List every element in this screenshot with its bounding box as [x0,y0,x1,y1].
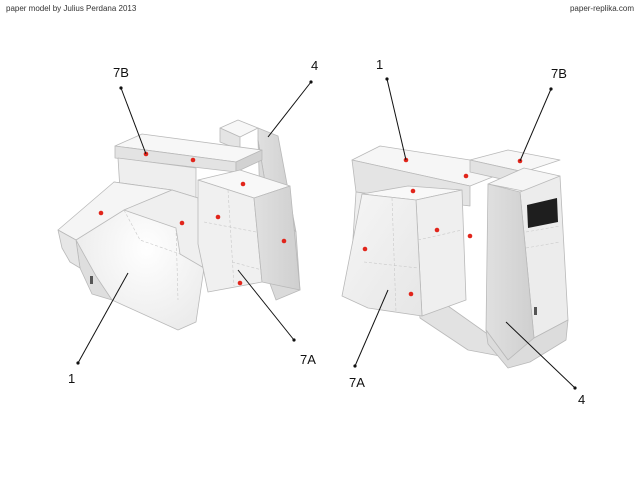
leader-left-1 [77,272,129,364]
right-7a-marker-top [410,188,416,194]
right-1-marker-3 [467,233,473,239]
label-right-1: 1 [376,57,383,72]
left-7a-marker-1 [215,214,221,220]
leader-left-7a [237,269,295,341]
site-text: paper-replika.com [569,4,634,13]
right-7a-marker-2 [434,227,440,233]
left-7b-marker-2 [190,157,196,163]
left-1-marker-1 [98,210,104,216]
label-right-4: 4 [578,392,585,407]
display-screen [527,198,558,228]
right-part-4 [485,167,569,369]
left-7a-marker-3 [237,280,243,286]
left-model: 7B 4 1 7A [57,58,318,386]
right-7a-marker-1 [362,246,368,252]
label-left-7a: 7A [300,352,316,367]
label-right-7a: 7A [349,375,365,390]
left-1-marker-2 [179,220,185,226]
left-part-7a [197,169,301,293]
leader-right-7a [354,289,389,367]
leader-right-4 [505,321,576,389]
label-left-1: 1 [68,371,75,386]
label-left-4: 4 [311,58,318,73]
left-7a-marker-top [240,181,246,187]
right-model: 1 7B 7A 4 [341,57,585,407]
left-7a-marker-2 [281,238,287,244]
credit-text: paper model by Julius Perdana 2013 [6,4,137,13]
right-7a-marker-3 [408,291,414,297]
right-1-marker-2 [463,173,469,179]
label-left-7b: 7B [113,65,129,80]
leader-left-4 [267,81,312,138]
leader-right-1 [386,78,407,161]
leader-left-7b [120,87,147,155]
leader-right-7b [519,88,552,162]
right-part-7a [341,185,467,317]
label-right-7b: 7B [551,66,567,81]
left-part-1 [57,181,205,331]
